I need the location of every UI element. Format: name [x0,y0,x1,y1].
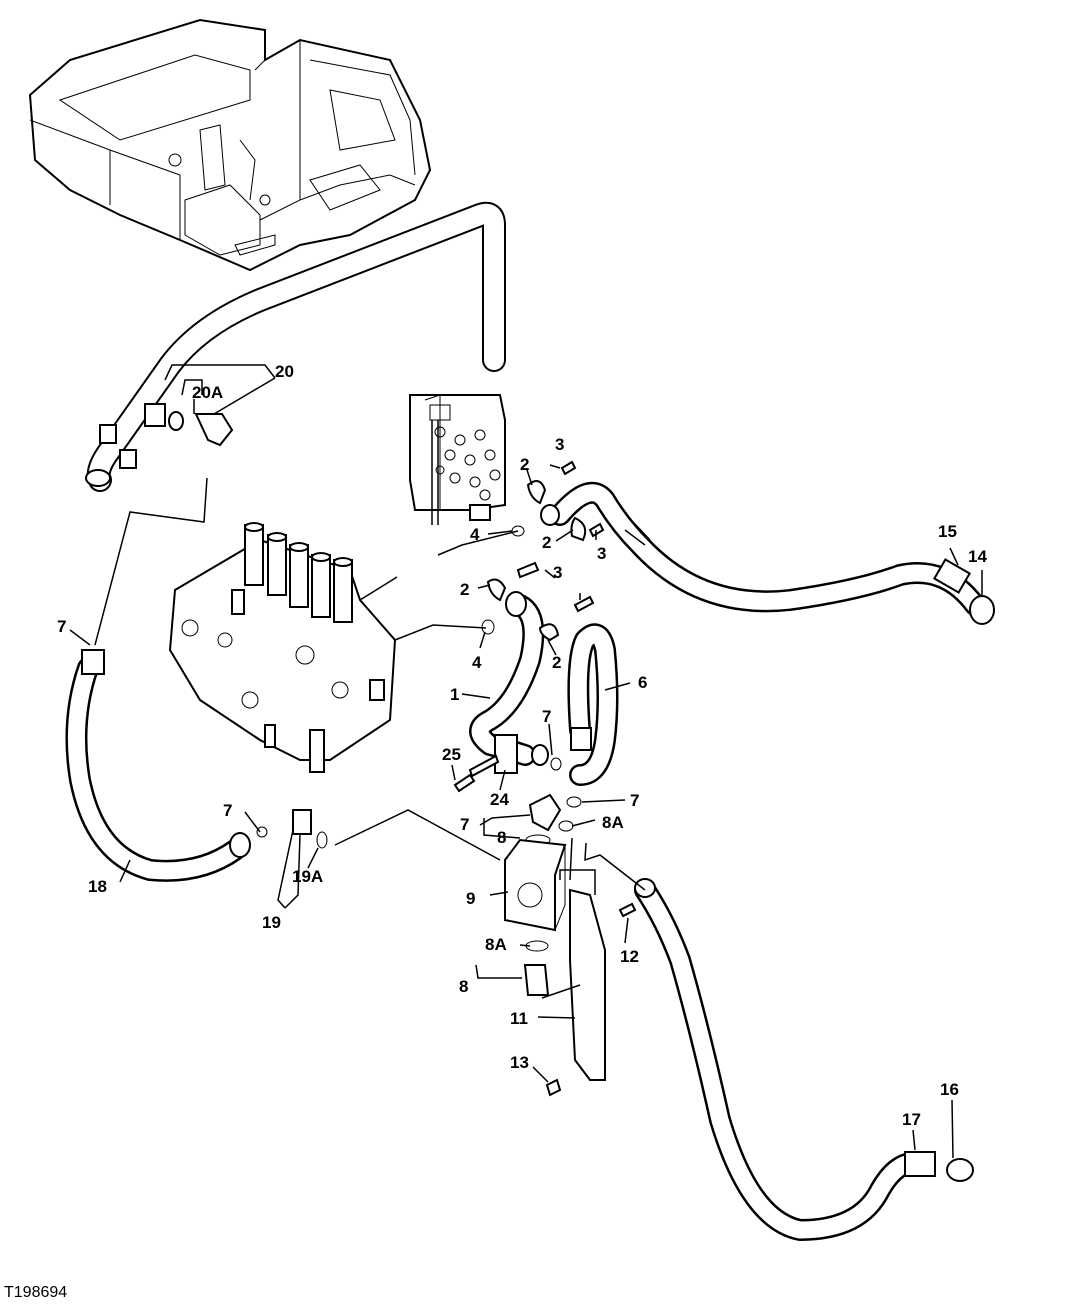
callout-7: 8A [602,813,624,832]
bolt-icons [453,460,637,1097]
callout-2: 2 [542,533,551,552]
callout-3: 3 [555,435,564,454]
callout-19a: 19A [292,867,323,886]
callout-3: 3 [597,544,606,563]
callout-3: 3 [553,563,562,582]
valve-block-9 [504,838,567,932]
callout-7: 7 [223,801,232,820]
pilot-valve-block [409,394,506,525]
callout-2: 2 [552,653,561,672]
callout-8: 8 [459,977,468,996]
figure-id: T198694 [4,1284,67,1301]
callout-9: 9 [466,889,475,908]
callout-8a: 8 [497,828,506,847]
callout-labels: 20 20A 3 2 4 2 3 15 14 2 3 4 2 7 1 6 7 2… [57,362,987,1129]
callout-7: 7 [630,791,639,810]
bracket-24 [494,734,518,774]
control-valve [168,522,487,773]
callout-4: 4 [470,525,480,544]
callout-6: 6 [638,673,647,692]
callout-7: 7 [542,707,551,726]
clamp-icons [486,480,587,642]
callout-14: 14 [968,547,987,566]
callout-18: 18 [88,877,107,896]
tube-20 [85,201,506,646]
callout-19: 19 [262,913,281,932]
callout-12: 12 [620,947,639,966]
callout-13: 13 [510,1053,529,1072]
callout-2: 2 [520,455,529,474]
callout-2: 2 [460,580,469,599]
hose-15 [549,481,995,625]
callout-16: 16 [940,1080,959,1099]
callout-1: 1 [450,685,459,704]
hose-18 [65,649,251,882]
callout-25: 25 [442,745,461,764]
callout-20: 20 [275,362,294,381]
callout-8: 7 [460,815,469,834]
hose-17 [634,878,974,1241]
callout-17: 17 [902,1110,921,1129]
callout-4: 4 [472,653,482,672]
callout-11: 11 [510,1009,528,1028]
callout-15: 15 [938,522,957,541]
fittings [256,525,582,996]
callout-24: 24 [490,790,509,809]
bracket-11 [569,888,606,1081]
hose-6 [567,623,619,786]
callout-20a: 20A [192,383,223,402]
leader-lines [69,364,983,1159]
callout-8a: 8A [485,935,507,954]
callout-7: 7 [57,617,66,636]
excavator-illustration [28,18,432,272]
